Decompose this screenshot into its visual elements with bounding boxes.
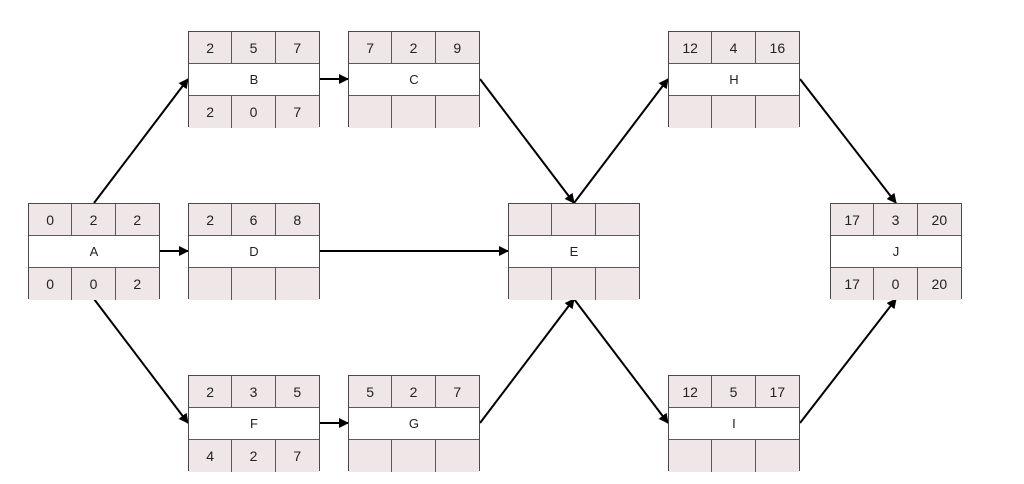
node-b-top-1: 2 (189, 32, 233, 64)
node-j-top-2: 3 (874, 204, 918, 236)
node-c-bottom-1 (349, 96, 393, 128)
node-g-bottom-3 (435, 440, 479, 472)
node-j-top-1: 17 (831, 204, 875, 236)
node-j-bottom-3: 20 (917, 268, 961, 300)
node-e-top-2 (552, 204, 596, 236)
node-a-bottom-1: 0 (29, 268, 73, 300)
node-f-bottom-2: 2 (232, 440, 276, 472)
arrow-e-to-i (573, 298, 669, 424)
arrow-a-to-b (93, 78, 189, 204)
node-f-top-1: 2 (189, 376, 233, 408)
arrow-i-to-j (799, 298, 897, 424)
node-g-bottom-1 (349, 440, 393, 472)
arrow-h-to-j (799, 78, 897, 204)
node-c-bottom-3 (435, 96, 479, 128)
node-a-top-1: 0 (29, 204, 73, 236)
node-d-bottom-2 (232, 268, 276, 300)
node-d-top-3: 8 (275, 204, 319, 236)
node-g-top-2: 2 (392, 376, 436, 408)
node-c-top-1: 7 (349, 32, 393, 64)
node-g-label: G (349, 408, 479, 440)
node-f-top-3: 5 (275, 376, 319, 408)
node-d-label: D (189, 236, 319, 268)
node-f-label: F (189, 408, 319, 440)
node-i-bottom-3 (755, 440, 799, 472)
node-c-bottom-2 (392, 96, 436, 128)
node-g-top-1: 5 (349, 376, 393, 408)
node-a-bottom-2: 0 (72, 268, 116, 300)
node-h-top-2: 4 (712, 32, 756, 64)
node-g-top-3: 7 (435, 376, 479, 408)
node-c-label: C (349, 64, 479, 96)
node-h-bottom-2 (712, 96, 756, 128)
node-a-top-2: 2 (72, 204, 116, 236)
node-i-top-3: 17 (755, 376, 799, 408)
node-c-top-2: 2 (392, 32, 436, 64)
arrow-a-to-f (93, 298, 189, 424)
node-e-top-3 (595, 204, 639, 236)
node-d-bottom-3 (275, 268, 319, 300)
node-f-bottom-3: 7 (275, 440, 319, 472)
node-b-top-3: 7 (275, 32, 319, 64)
node-b-bottom-1: 2 (189, 96, 233, 128)
node-g-bottom-2 (392, 440, 436, 472)
node-e-bottom-3 (595, 268, 639, 300)
arrow-c-to-e (479, 78, 575, 204)
node-b-top-2: 5 (232, 32, 276, 64)
node-b-bottom-3: 7 (275, 96, 319, 128)
node-j-bottom-2: 0 (874, 268, 918, 300)
node-h-top-3: 16 (755, 32, 799, 64)
node-a-top-3: 2 (115, 204, 159, 236)
node-b-label: B (189, 64, 319, 96)
arrow-g-to-e (479, 298, 575, 424)
node-i-top-2: 5 (712, 376, 756, 408)
node-e-bottom-1 (509, 268, 553, 300)
node-d-top-2: 6 (232, 204, 276, 236)
node-e-top-1 (509, 204, 553, 236)
node-h-label: H (669, 64, 799, 96)
node-h-bottom-3 (755, 96, 799, 128)
node-j-label: J (831, 236, 961, 268)
node-e-label: E (509, 236, 639, 268)
node-a-bottom-3: 2 (115, 268, 159, 300)
node-i-top-1: 12 (669, 376, 713, 408)
arrow-e-to-h (573, 78, 669, 204)
node-d-top-1: 2 (189, 204, 233, 236)
node-a-label: A (29, 236, 159, 268)
node-d-bottom-1 (189, 268, 233, 300)
node-i-bottom-2 (712, 440, 756, 472)
node-b-bottom-2: 0 (232, 96, 276, 128)
node-i-bottom-1 (669, 440, 713, 472)
node-j-bottom-1: 17 (831, 268, 875, 300)
node-c-top-3: 9 (435, 32, 479, 64)
node-f-bottom-1: 4 (189, 440, 233, 472)
node-h-top-1: 12 (669, 32, 713, 64)
node-f-top-2: 3 (232, 376, 276, 408)
node-i-label: I (669, 408, 799, 440)
node-e: E (508, 203, 640, 300)
node-h-bottom-1 (669, 96, 713, 128)
node-j-top-3: 20 (917, 204, 961, 236)
node-e-bottom-2 (552, 268, 596, 300)
